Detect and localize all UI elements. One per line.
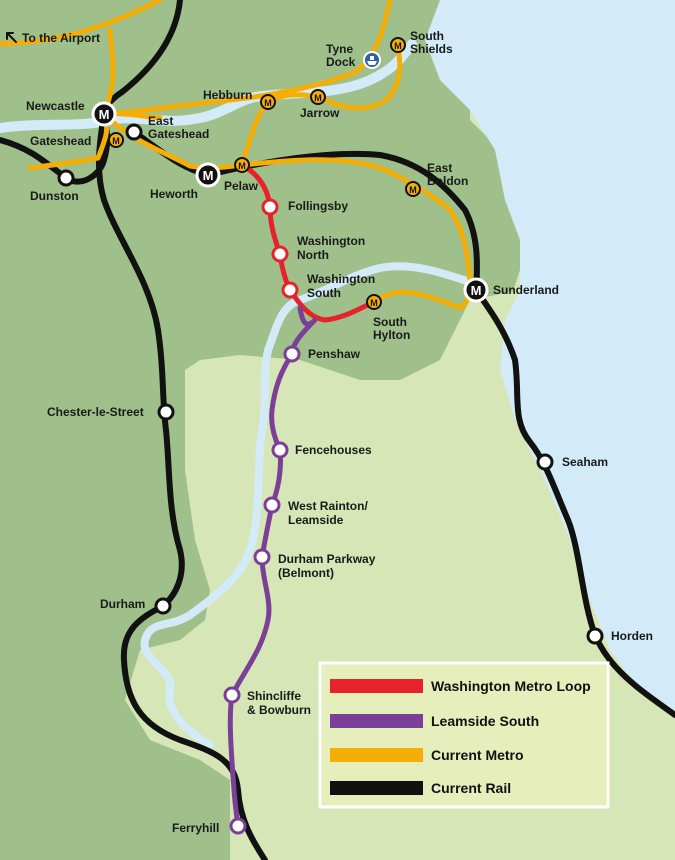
label-west-rainton: West Rainton/Leamside <box>288 499 368 527</box>
airport-label: To the Airport <box>22 31 100 45</box>
washington-loop-stations <box>261 198 299 299</box>
arrow-up-left-icon <box>6 32 17 43</box>
label-shincliffe: Shincliffe& Bowburn <box>247 689 311 717</box>
legend-swatch <box>330 714 423 728</box>
label-hebburn: Hebburn <box>203 88 252 102</box>
svg-text:M: M <box>238 161 246 171</box>
gateshead-metro-icon: M <box>108 132 124 148</box>
horden-marker <box>586 627 604 645</box>
hebburn-metro-icon: M <box>260 94 276 110</box>
west-rainton-marker <box>263 496 281 514</box>
label-horden: Horden <box>611 629 653 643</box>
light-land-east <box>380 290 530 440</box>
durham-marker <box>154 597 172 615</box>
label-follingsby: Follingsby <box>288 199 348 213</box>
chester-le-street-marker <box>157 403 175 421</box>
river-wear <box>140 262 474 749</box>
durham-parkway-marker <box>253 548 271 566</box>
legend-item-current-rail: Current Rail <box>330 780 511 796</box>
label-durham-parkway: Durham Parkway(Belmont) <box>278 552 376 580</box>
airport-link[interactable]: To the Airport <box>6 31 100 45</box>
svg-text:M: M <box>264 98 272 108</box>
label-heworth: Heworth <box>150 187 198 201</box>
label-dunston: Dunston <box>30 189 79 203</box>
label-sunderland: Sunderland <box>493 283 559 297</box>
penshaw-marker <box>283 345 301 363</box>
shincliffe-marker <box>223 686 241 704</box>
east-boldon-metro-icon: M <box>405 181 421 197</box>
dark-land-area <box>0 0 520 860</box>
label-durham: Durham <box>100 597 145 611</box>
metro-stop-markers: M M M M M M M <box>108 37 421 310</box>
legend-item-washington-loop: Washington Metro Loop <box>330 678 591 694</box>
label-seaham: Seaham <box>562 455 608 469</box>
svg-text:M: M <box>112 136 120 146</box>
leamside-stations <box>223 345 301 835</box>
svg-text:M: M <box>394 41 402 51</box>
legend-swatch <box>330 781 423 795</box>
legend-swatch <box>330 748 423 762</box>
current-metro-lines <box>0 0 473 311</box>
sea <box>425 0 675 710</box>
legend-item-leamside: Leamside South <box>330 713 539 729</box>
legend-label: Current Rail <box>431 780 511 796</box>
legend-label: Current Metro <box>431 747 524 763</box>
legend-label: Washington Metro Loop <box>431 678 591 694</box>
legend-swatch <box>330 679 423 693</box>
east-gateshead-marker <box>125 123 143 141</box>
legend-label: Leamside South <box>431 713 539 729</box>
svg-text:M: M <box>314 93 322 103</box>
sunderland-interchange-icon: M <box>463 277 489 303</box>
svg-text:M: M <box>99 107 110 122</box>
label-penshaw: Penshaw <box>308 347 361 361</box>
legend: Washington Metro Loop Leamside South Cur… <box>318 661 610 809</box>
svg-text:M: M <box>409 185 417 195</box>
label-jarrow: Jarrow <box>300 106 340 120</box>
south-hylton-metro-icon: M <box>366 294 382 310</box>
ferry-icon <box>363 51 381 69</box>
seaham-marker <box>536 453 554 471</box>
washington-north-marker <box>271 245 289 263</box>
label-pelaw: Pelaw <box>224 179 259 193</box>
svg-text:M: M <box>370 298 378 308</box>
svg-text:M: M <box>203 168 214 183</box>
river-tyne <box>0 39 417 133</box>
newcastle-interchange-icon: M <box>91 101 117 127</box>
ferryhill-marker <box>229 817 247 835</box>
label-fencehouses: Fencehouses <box>295 443 372 457</box>
heworth-interchange-icon: M <box>195 162 221 188</box>
legend-item-current-metro: Current Metro <box>330 747 524 763</box>
label-ferryhill: Ferryhill <box>172 821 219 835</box>
follingsby-marker <box>261 198 279 216</box>
jarrow-metro-icon: M <box>310 89 326 105</box>
dunston-marker <box>57 169 75 187</box>
label-newcastle: Newcastle <box>26 99 85 113</box>
label-gateshead: Gateshead <box>30 134 91 148</box>
south-shields-metro-icon: M <box>390 37 406 53</box>
fencehouses-marker <box>271 441 289 459</box>
svg-text:M: M <box>471 283 482 298</box>
washington-south-marker <box>281 281 299 299</box>
rail-station-markers <box>57 123 604 645</box>
pelaw-metro-icon: M <box>234 157 250 173</box>
label-chester-le-street: Chester-le-Street <box>47 405 144 419</box>
